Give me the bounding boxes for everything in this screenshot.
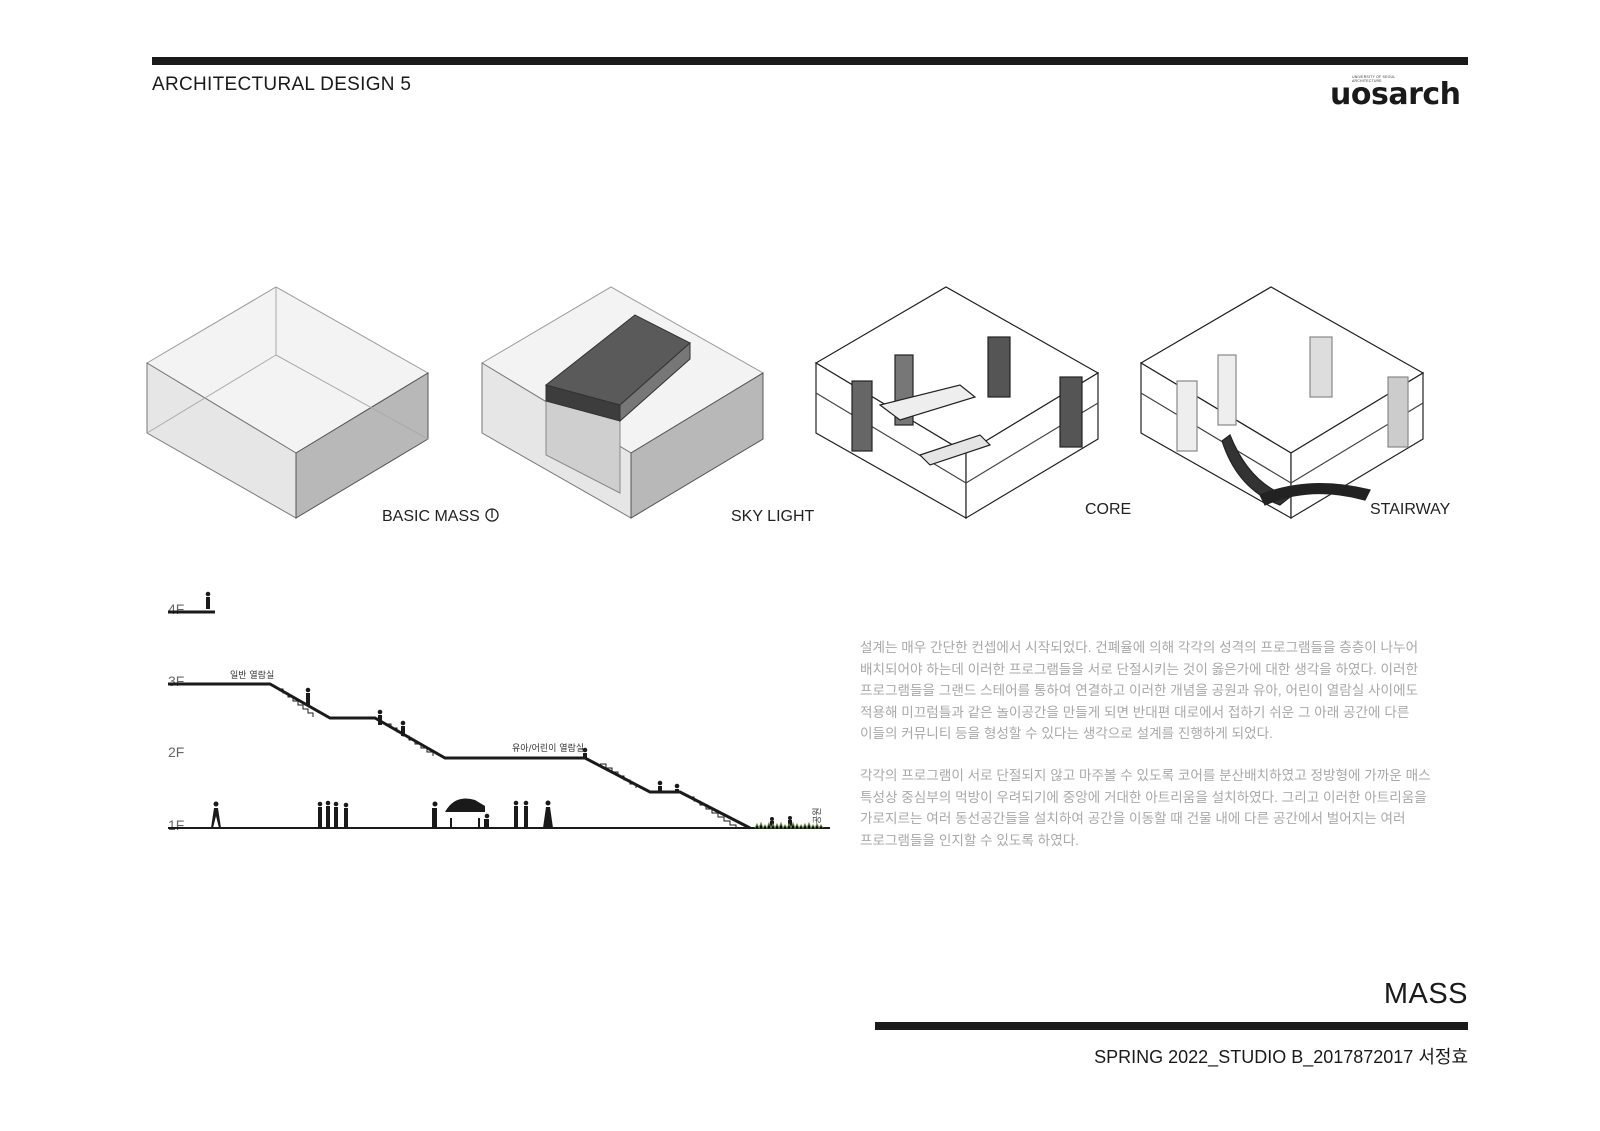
description-line: 각각의 프로그램이 서로 단절되지 않고 마주볼 수 있도록 코어를 분산배치하… [860, 768, 1431, 783]
person-icon [770, 817, 774, 828]
person-icon [582, 747, 588, 759]
people-silhouettes [205, 591, 792, 828]
stair-steps [278, 688, 737, 829]
person-icon [377, 709, 383, 725]
page-title: MASS [1383, 978, 1468, 1010]
description-paragraph-1: 설계는 매우 간단한 컨셉에서 시작되었다. 건폐율에 의해 각각의 성격의 프… [860, 637, 1460, 745]
logo-subtext: UNIVERSITY OF SEOUL [1352, 75, 1396, 79]
person-icon [333, 801, 339, 828]
diagram-label-basic-mass: BASIC MASS [382, 508, 480, 525]
section-diagram: 4F 3F 2F 1F 일반 열람실 유아/어린이 열람실 공원 [168, 591, 830, 833]
studio-credit: SPRING 2022_STUDIO B_2017872017 서정효 [1094, 1047, 1468, 1067]
description-line: 프로그램들을 그랜드 스테어를 통하여 연결하고 이러한 개념을 공원과 유아,… [860, 683, 1419, 698]
description-line: 설계는 매우 간단한 컨셉에서 시작되었다. 건폐율에 의해 각각의 성격의 프… [860, 640, 1419, 655]
description-line: 적용해 미끄럼틀과 같은 놀이공간을 만들게 되면 반대편 대로에서 접하기 쉬… [860, 704, 1410, 720]
sky-light-diagram [481, 286, 764, 519]
person-icon [400, 720, 406, 736]
floor-label-4f: 4F [168, 601, 184, 617]
top-rule [152, 57, 1468, 65]
person-icon [305, 687, 311, 705]
person-icon [211, 801, 221, 828]
stairway-diagram [1139, 286, 1425, 520]
person-icon [484, 813, 490, 828]
basic-mass-diagram [146, 286, 429, 519]
core-diagram [814, 286, 1100, 520]
mass-diagrams: BASIC MASS SKY LIGHT CORE [146, 286, 1450, 525]
grass-icon [754, 821, 824, 830]
piano-icon [445, 798, 485, 828]
description-paragraph-2: 각각의 프로그램이 서로 단절되지 않고 마주볼 수 있도록 코어를 분산배치하… [860, 765, 1460, 851]
description-line: 프로그램들을 인지할 수 있도록 하였다. [860, 832, 1079, 848]
diagram-label-sky-light: SKY LIGHT [731, 508, 815, 525]
floor-label-1f: 1F [168, 817, 184, 833]
description-line: 배치되어야 하는데 이러한 프로그램들을 서로 단절시키는 것이 옳은가에 대한… [860, 661, 1419, 677]
annotation-kids-gallery: 유아/어린이 열람실 [512, 742, 584, 754]
person-icon [317, 801, 323, 828]
description-line: 특성상 중심부의 먹방이 우려되기에 중앙에 거대한 아트리움을 설치하였다. … [860, 789, 1427, 805]
bottom-rule [875, 1022, 1468, 1030]
person-icon [788, 816, 792, 828]
uosarch-logo: UNIVERSITY OF SEOUL ARCHITECTURE uosarch [1330, 70, 1470, 112]
logo-subtext: ARCHITECTURE [1352, 79, 1382, 83]
description-line: 이들의 커뮤니티 등을 형성할 수 있다는 생각으로 설계를 진행하게 되었다. [860, 726, 1273, 741]
grand-stair-slab [168, 682, 751, 830]
floor-label-2f: 2F [168, 744, 184, 760]
person-icon [325, 800, 331, 828]
person-icon [674, 783, 680, 793]
person-icon [343, 802, 349, 828]
person-icon [543, 800, 553, 828]
annotation-general-gallery: 일반 열람실 [230, 669, 274, 681]
north-arrow-icon [485, 508, 499, 522]
person-icon [657, 780, 663, 793]
person-icon [523, 800, 529, 828]
logo-wordmark: uosarch [1330, 77, 1461, 112]
floor-label-3f: 3F [168, 673, 184, 689]
diagram-label-core: CORE [1085, 501, 1131, 518]
person-icon [513, 800, 519, 828]
person-icon [205, 591, 211, 609]
description-line: 가로지르는 여러 동선공간들을 설치하여 공간을 이동할 때 건물 내에 다른 … [860, 811, 1406, 826]
diagram-label-stairway: STAIRWAY [1370, 501, 1450, 518]
person-icon [432, 801, 438, 828]
annotation-park: 공원 [812, 807, 823, 824]
course-title: ARCHITECTURAL DESIGN 5 [152, 74, 412, 95]
